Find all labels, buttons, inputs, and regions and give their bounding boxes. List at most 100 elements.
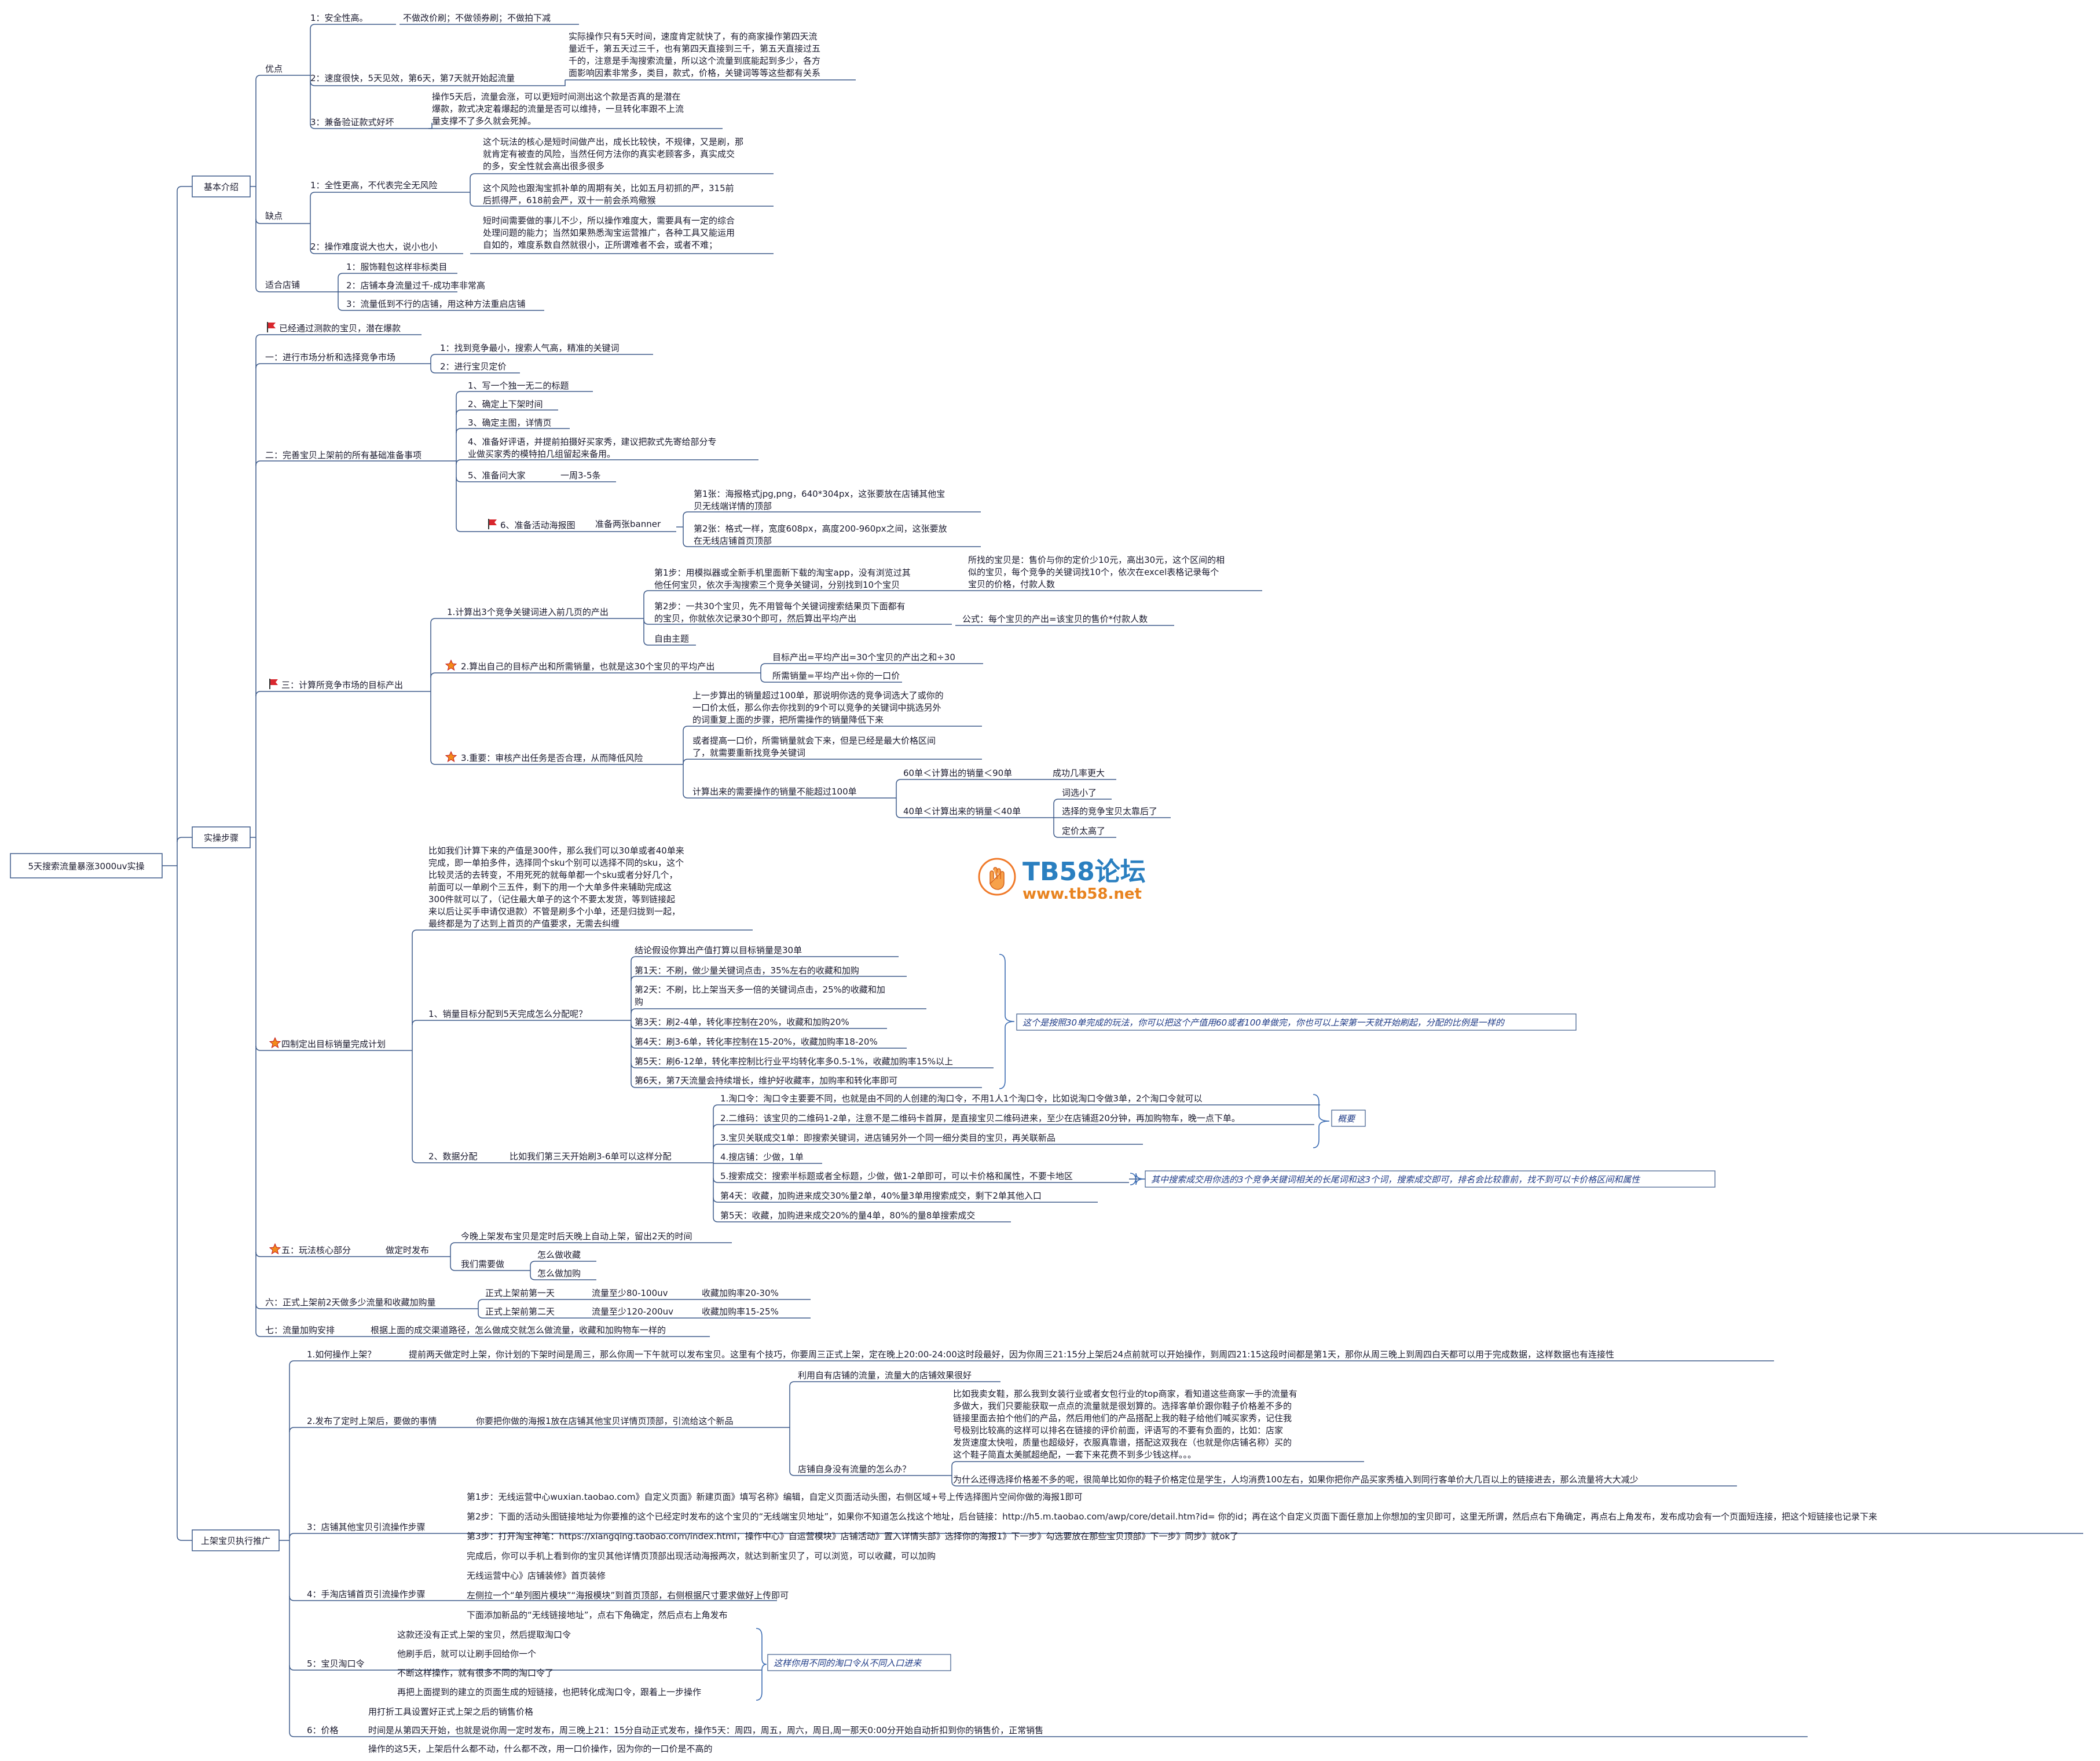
node-basic-intro[interactable]: 基本介绍 [204, 182, 239, 192]
hand-logo-icon [978, 858, 1016, 896]
node-st4b4: 4.搜店铺：少做，1单 [720, 1152, 804, 1162]
node-st2c[interactable]: 3、确定主图，详情页 [468, 418, 552, 428]
node-e2c2: 为什么还得选择价格差不多的呢，很简单比如你的鞋子价格定位是学生，人均消费100左… [953, 1474, 1639, 1485]
node-st6a[interactable]: 正式上架前第一天 [485, 1288, 555, 1298]
node-e5[interactable]: 5：宝贝淘口令 [307, 1659, 365, 1669]
node-e6[interactable]: 6：价格 [307, 1725, 339, 1736]
node-st3a1-note: 所找的宝贝是：售价与你的定价少10元，高出30元，这个区间的相似的宝贝，每个竞争… [968, 555, 1225, 590]
node-suit[interactable]: 适合店铺 [265, 280, 300, 290]
node-c2[interactable]: 2：操作难度说大也大，说小也小 [310, 241, 438, 252]
node-exec[interactable]: 上架宝贝执行推广 [201, 1536, 270, 1546]
node-st3c3a-note: 成功几率更大 [1053, 768, 1105, 778]
connector [450, 1242, 732, 1248]
node-p2[interactable]: 2：速度很快，5天见效，第6天，第7天就开始起流量 [310, 73, 515, 83]
node-s3[interactable]: 3：流量低到不行的店铺，用这种方法重启店铺 [346, 299, 526, 309]
node-st2f[interactable]: 6、准备活动海报图 [500, 520, 576, 530]
node-s1[interactable]: 1：服饰鞋包这样非标类目 [346, 262, 448, 272]
node-e5a: 这款还没有正式上架的宝贝，然后提取淘口令 [397, 1630, 571, 1640]
node-st2f-note: 准备两张banner [595, 519, 661, 529]
connector [310, 192, 463, 197]
root-node[interactable]: 5天搜索流量暴涨3000uv实操 [28, 861, 144, 872]
node-e6c: 操作的这5天，上架后什么都不动，什么都不改，用一口价操作，因为你的一口价是不高的 [368, 1744, 713, 1754]
node-st5a2[interactable]: 我们需要做 [461, 1259, 504, 1269]
node-c1-note2: 这个风险也跟淘宝抓补单的周期有关，比如五月初抓的严，315前后抓得严，618前会… [483, 183, 734, 206]
node-c1[interactable]: 1：全性更高，不代表完全无风险 [310, 180, 438, 191]
node-st4-note: 比如我们计算下来的产值是300件，那么我们可以30单或者40单来完成，即一单拍多… [428, 845, 684, 929]
node-e5d: 再把上面提到的建立的页面生成的短链接，也把转化成淘口令，跟着上一步操作 [397, 1687, 701, 1697]
node-st3c3a[interactable]: 60单＜计算出的销量＜90单 [903, 768, 1012, 778]
st4a-note-box [1016, 1013, 1577, 1031]
node-st5[interactable]: 五：玩法核心部分 [281, 1245, 351, 1255]
connector [255, 334, 422, 340]
node-st0[interactable]: 已经通过测款的宝贝，潜在爆款 [279, 323, 401, 334]
node-e4[interactable]: 4：手淘店铺首页引流操作步骤 [307, 1589, 426, 1599]
connector [412, 929, 753, 935]
node-p1-note: 不做改价刷；不做领券刷；不做拍下减 [403, 13, 551, 23]
node-st3a3[interactable]: 自由主题 [654, 634, 689, 644]
node-e1[interactable]: 1.如何操作上架？ [307, 1349, 376, 1360]
node-st4a5: 第5天：刷6-12单，转化率控制比行业平均转化率多0.5-1%，收藏加购率15%… [635, 1056, 953, 1067]
node-e3[interactable]: 3：店铺其他宝贝引流操作步骤 [307, 1522, 426, 1532]
node-st4a0: 结论假设你算出产值打算以目标销量是30单 [635, 945, 802, 955]
node-st6b[interactable]: 正式上架前第二天 [485, 1306, 555, 1317]
node-p3[interactable]: 3：兼备验证款式好坏 [310, 117, 394, 127]
connector [430, 354, 653, 360]
node-cons[interactable]: 缺点 [265, 211, 283, 221]
node-st2b[interactable]: 2、确定上下架时间 [468, 399, 543, 409]
node-st4a[interactable]: 1、销量目标分配到5天完成怎么分配呢？ [428, 1009, 587, 1019]
connector [255, 460, 446, 466]
connector [412, 1158, 504, 1163]
connector [470, 201, 774, 207]
node-e2[interactable]: 2.发布了定时上架后，要做的事情 [307, 1416, 437, 1426]
connector [255, 363, 424, 369]
connector [713, 1177, 1129, 1183]
node-e2c1: 比如我卖女鞋，那么我到女装行业或者女包行业的top商家，看知道这些商家一手的流量… [953, 1389, 1298, 1460]
connector [255, 287, 306, 292]
node-e5c: 不断这样操作，就有很多不同的淘口令了 [397, 1668, 554, 1678]
node-st3c3b2: 选择的竞争宝贝太靠后了 [1062, 806, 1157, 817]
node-st7[interactable]: 七：流量加购安排 [265, 1325, 335, 1335]
connector [289, 1595, 777, 1601]
node-pros[interactable]: 优点 [265, 64, 283, 74]
node-e3b: 第2步：下面的活动头图链接地址为你要推的这个已经定时发布的这个宝贝的“无线端宝贝… [467, 1511, 1877, 1522]
node-st2[interactable]: 二：完善宝贝上架前的所有基础准备事项 [265, 450, 422, 460]
connector [456, 459, 758, 465]
node-st4b[interactable]: 2、数据分配 [428, 1151, 478, 1162]
st4b-brace-box [1331, 1110, 1366, 1127]
star-icon [269, 1243, 281, 1255]
node-st4a6: 第6天，第7天流量会持续增长，维护好收藏率，加购率和转化率即可 [635, 1075, 897, 1086]
node-st3b[interactable]: 2.算出自己的目标产出和所需销量，也就是这30个宝贝的平均产出 [461, 661, 714, 672]
node-e5b: 他刷手后，就可以让刷手回给你一个 [397, 1649, 536, 1659]
connector [760, 677, 902, 683]
node-steps[interactable]: 实操步骤 [204, 833, 239, 843]
node-st4[interactable]: 四制定出目标销量完成计划 [281, 1039, 386, 1049]
node-st4b5-note: 其中搜索成交用你选的3个竞争关键词相关的长尾词和这3个词，搜索成交即可，排名会比… [1151, 1174, 1641, 1185]
node-st3c3b[interactable]: 40单＜计算出来的销量＜40单 [903, 806, 1021, 817]
connector [631, 956, 899, 962]
node-st5a[interactable]: 做定时发布 [386, 1245, 429, 1255]
connector [310, 24, 396, 30]
connector [456, 526, 676, 532]
node-st3c[interactable]: 3.重要：审核产出任务是否合理，从而降低风险 [461, 753, 643, 763]
node-st3a[interactable]: 1.计算出3个竞争关键词进入前几页的产出 [447, 607, 609, 617]
node-st1[interactable]: 一：进行市场分析和选择竞争市场 [265, 352, 395, 363]
node-st1a[interactable]: 1：找到竞争最小，搜索人气高，精准的关键词 [440, 343, 620, 353]
connector [289, 1427, 779, 1433]
node-st6[interactable]: 六：正式上架前2天做多少流量和收藏加购量 [265, 1297, 436, 1308]
node-st2e[interactable]: 5、准备问大家 [468, 470, 526, 481]
node-e2c[interactable]: 店铺自身没有流量的怎么办？ [798, 1464, 911, 1474]
connector [470, 173, 774, 179]
node-e5-note: 这样你用不同的淘口令从不同入口进来 [774, 1658, 922, 1668]
node-st1b[interactable]: 2：进行宝贝定价 [440, 361, 507, 372]
node-st2a[interactable]: 1、写一个独一无二的标题 [468, 380, 569, 391]
basic-box [192, 175, 251, 197]
node-p1[interactable]: 1：安全性高。 [310, 13, 368, 23]
node-st2d[interactable]: 4、准备好评语，并提前拍摄好买家秀，建议把款式先寄给部分专业做买家秀的模特拍几组… [468, 437, 717, 459]
node-s2[interactable]: 2：店铺本身流量过千-成功率非常高 [346, 280, 485, 291]
connector [338, 273, 457, 279]
node-st3[interactable]: 三：计算所竞争市场的目标产出 [281, 680, 403, 690]
connector [255, 1045, 404, 1051]
node-st4a3: 第3天：刷2-4单，转化率控制在20%，收藏和加购20% [635, 1017, 849, 1027]
node-st3c3[interactable]: 计算出来的需要操作的销量不能超过100单 [692, 786, 857, 797]
